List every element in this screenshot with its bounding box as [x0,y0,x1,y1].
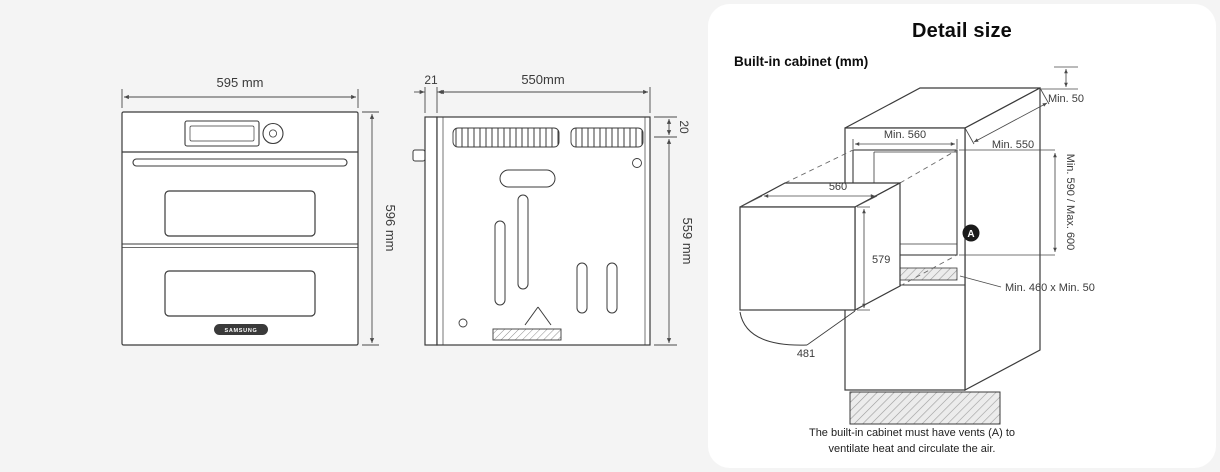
side-dimensions [414,87,677,346]
dim-label-front-height: 596 mm [383,205,398,252]
vent-note-line2: ventilate heat and circulate the air. [828,443,996,456]
niche-vent-strip [894,267,958,281]
side-body [436,116,651,346]
vent-note: The built-in cabinet must have vents (A)… [726,426,1098,458]
dim-label-oven-height: 579 [872,254,890,266]
vent-marker-badge [962,224,980,242]
dim-label-niche-height: Min. 590 / Max. 600 [1064,154,1076,251]
brand-label: SAMSUNG [224,328,257,334]
cabinet-outline [844,87,1041,425]
dim-label-depth: 550mm [521,75,564,87]
dim-label-vent-size: Min. 460 x Min. 50 [1005,282,1095,294]
bottom-vent-grille [492,328,562,341]
dim-label-oven-width: 560 [829,181,847,193]
dim-label-top-gap: 20 [677,120,691,134]
oven-front-outline [121,111,359,346]
brand-badge [214,324,268,335]
oval-vent [499,169,556,188]
dim-label-top-clearance: Min. 50 [1048,93,1084,105]
oven-side-outline [412,116,651,346]
dim-label-niche-width: Min. 560 [884,129,926,141]
vent-marker-letter: A [967,229,974,240]
side-door [424,116,438,346]
lower-door-window [164,270,316,317]
dim-label-front-width: 595 mm [217,75,264,90]
door-swing-arc [739,311,808,346]
top-vent-slats-right [570,127,644,148]
front-dimensions [121,89,379,346]
oven-front-view-drawing: 595 mm 596 mm SAMSUNG [121,75,398,346]
card-title: Detail size [911,20,1013,42]
side-handle [412,149,426,162]
oven-side-view-drawing: 21 550mm 20 559 mm [412,75,695,346]
built-in-cabinet-drawing: Min. 560 Min. 550 Min. 590 / Max. 600 Mi… [739,66,1095,425]
upper-door-window [164,190,316,237]
dim-label-door-open: 481 [797,348,815,360]
door-handle [132,158,348,167]
vent-note-line1: The built-in cabinet must have vents (A)… [808,427,1016,440]
oven-front-face [739,206,856,311]
cabinet-subtitle: Built-in cabinet (mm) [734,54,869,69]
dim-label-side-height: 559 mm [680,218,695,265]
insertion-guides [784,149,958,287]
cabinet-dimensions [739,66,1078,311]
top-vent-slats-left [452,127,560,148]
dim-label-niche-depth: Min. 550 [992,139,1034,151]
dim-label-door-depth: 21 [424,75,438,87]
cabinet-plinth-base [849,391,1001,425]
detail-size-card: Detail size Built-in cabinet (mm) [708,4,1216,468]
